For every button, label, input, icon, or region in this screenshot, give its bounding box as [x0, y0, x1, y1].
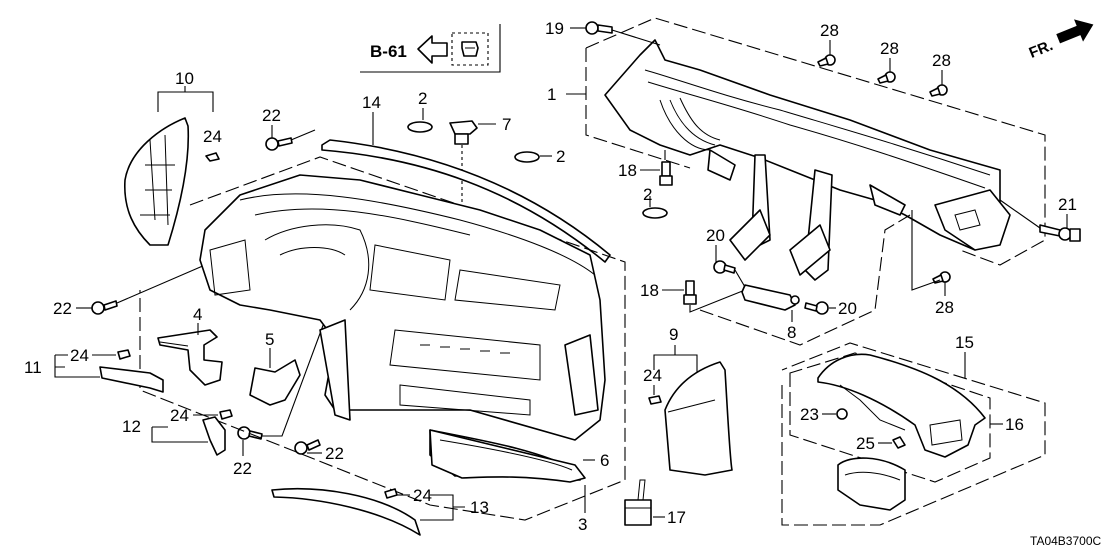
part-24-clip — [648, 395, 662, 405]
part-28-screws — [817, 54, 951, 284]
part-11-trim — [99, 366, 164, 393]
callout-8: 8 — [787, 323, 796, 342]
callout-28d: 28 — [935, 298, 954, 317]
reference-label: B-61 — [370, 42, 407, 61]
callout-24c: 24 — [170, 406, 189, 425]
callout-14: 14 — [362, 93, 381, 112]
part-15-passenger-airbag-assembly — [781, 342, 1046, 526]
part-24-clip — [384, 488, 398, 499]
part-10-side-panel — [124, 117, 190, 246]
part-21-bolt — [1039, 224, 1081, 242]
clip-icon — [451, 32, 489, 66]
part-7-clip — [449, 120, 478, 145]
part-24-clip — [219, 409, 233, 420]
part-9-side-cover — [664, 361, 733, 476]
callout-7: 7 — [502, 115, 511, 134]
callout-21: 21 — [1058, 195, 1077, 214]
part-20-bolts — [713, 260, 829, 315]
callout-18a: 18 — [618, 161, 637, 180]
callout-20a: 20 — [706, 226, 725, 245]
part-1-steering-hanger-beam — [585, 17, 1046, 281]
callout-2b: 2 — [556, 147, 565, 166]
callout-2a: 2 — [418, 89, 427, 108]
part-18-bolts — [659, 161, 697, 305]
callout-22b: 22 — [53, 299, 72, 318]
callout-24d: 24 — [413, 486, 432, 505]
callout-22c: 22 — [233, 459, 252, 478]
callout-19: 19 — [545, 19, 564, 38]
front-arrow-icon — [1056, 19, 1094, 44]
callout-28a: 28 — [820, 21, 839, 40]
callout-13: 13 — [470, 498, 489, 517]
callout-11: 11 — [24, 358, 42, 377]
callout-24e: 24 — [643, 366, 662, 385]
callout-17: 17 — [667, 508, 686, 527]
callout-16: 16 — [1005, 415, 1024, 434]
part-13-trim — [271, 487, 421, 536]
front-direction-indicator: FR. — [1027, 19, 1094, 62]
part-4-trim — [157, 329, 223, 386]
part-12-trim — [202, 416, 226, 456]
callout-6: 6 — [600, 451, 609, 470]
front-label: FR. — [1027, 37, 1056, 62]
callout-1: 1 — [547, 85, 556, 104]
part-17-label — [624, 479, 652, 526]
part-6-glove-box — [429, 429, 586, 483]
part-14-dash-trim — [321, 139, 611, 263]
callout-22d: 22 — [325, 444, 344, 463]
part-23-nut — [836, 408, 848, 420]
part-8-bracket — [741, 284, 800, 311]
callout-20b: 20 — [838, 299, 857, 318]
diagram-code: TA04B3700C — [1030, 534, 1101, 548]
part-3-instrument-panel — [139, 156, 626, 521]
part-25-clip — [892, 436, 906, 449]
part-24-clip — [117, 349, 131, 360]
hollow-arrow-left-icon — [417, 35, 448, 64]
callout-15: 15 — [955, 333, 974, 352]
callout-18b: 18 — [640, 281, 659, 300]
callout-24a: 24 — [203, 127, 222, 146]
callout-28c: 28 — [932, 51, 951, 70]
callout-3: 3 — [578, 515, 587, 534]
callout-28b: 28 — [880, 39, 899, 58]
callout-5: 5 — [265, 330, 274, 349]
callout-22a: 22 — [262, 106, 281, 125]
callout-10: 10 — [175, 69, 194, 88]
part-19-bolt — [585, 21, 613, 35]
callout-24b: 24 — [70, 346, 89, 365]
callout-2c: 2 — [643, 185, 652, 204]
callout-25: 25 — [856, 434, 875, 453]
part-24-clip — [205, 152, 220, 162]
callout-4: 4 — [193, 305, 202, 324]
callout-12: 12 — [122, 417, 141, 436]
callout-9: 9 — [669, 325, 678, 344]
reference-box: B-61 — [360, 24, 501, 73]
part-5-trim — [249, 359, 301, 406]
callout-23: 23 — [800, 405, 819, 424]
part-2-clips — [407, 121, 668, 219]
